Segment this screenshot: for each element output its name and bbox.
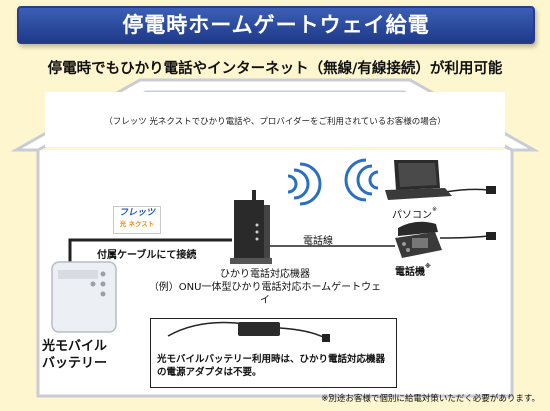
pc-label-text: パソコン bbox=[392, 210, 432, 221]
house-note: （フレッツ 光ネクストでひかり電話や、プロバイダーをご利用されているお客様の場合… bbox=[104, 117, 446, 127]
wifi-icon bbox=[287, 162, 322, 206]
laptop-plug bbox=[486, 186, 496, 194]
battery-label-line2: バッテリー bbox=[42, 356, 108, 371]
power-adapter-icon bbox=[167, 321, 330, 342]
laptop-power-cord bbox=[444, 188, 489, 193]
adapter-note-box: 光モバイルバッテリー利用時は、ひかり電話対応機器の電源アダプタは不要。 bbox=[150, 318, 397, 388]
roof-band bbox=[45, 92, 505, 147]
phone-label-mark: ※ bbox=[425, 263, 431, 270]
wifi-icon bbox=[344, 158, 379, 202]
laptop-icon bbox=[385, 160, 452, 200]
gateway-device-icon bbox=[230, 190, 272, 264]
footnote: ※別途お客様で個別に給電対策いただく必要があります。 bbox=[321, 394, 540, 404]
cable-label: 付属ケーブルにて接続 bbox=[97, 250, 197, 261]
phone-plug bbox=[486, 232, 496, 240]
pc-label: パソコン※ bbox=[392, 206, 437, 221]
title-bar: 停電時ホームゲートウェイ給電 bbox=[17, 6, 535, 44]
phone-label-text: 電話機 bbox=[395, 267, 425, 278]
flets-logo-top: フレッツ bbox=[118, 208, 155, 218]
battery-label-line1: 光モバイル bbox=[42, 339, 108, 354]
battery-icon bbox=[51, 261, 117, 333]
device-label: ひかり電話対応機器 （例）ONU一体型ひかり電話対応ホームゲートウェイ bbox=[145, 268, 385, 307]
phone-line-label: 電話線 bbox=[303, 236, 333, 247]
subtitle: 停電時でもひかり電話やインターネット（無線/有線接続）が利用可能 bbox=[47, 61, 503, 77]
telephone-icon bbox=[395, 221, 442, 258]
device-label-line1: ひかり電話対応機器 bbox=[220, 269, 310, 280]
flets-logo: フレッツ 光 ネクスト bbox=[113, 206, 161, 234]
adapter-note: 光モバイルバッテリー利用時は、ひかり電話対応機器の電源アダプタは不要。 bbox=[157, 354, 386, 378]
phone-power-cord bbox=[439, 235, 489, 239]
page-title: 停電時ホームゲートウェイ給電 bbox=[122, 13, 430, 37]
cable-to-battery bbox=[68, 238, 232, 268]
phone-label: 電話機※ bbox=[395, 263, 431, 278]
device-label-line2: （例）ONU一体型ひかり電話対応ホームゲートウェイ bbox=[148, 282, 382, 306]
battery-label: 光モバイル バッテリー bbox=[42, 338, 107, 372]
flets-logo-bottom: 光 ネクスト bbox=[119, 220, 155, 228]
pc-label-mark: ※ bbox=[432, 206, 438, 213]
